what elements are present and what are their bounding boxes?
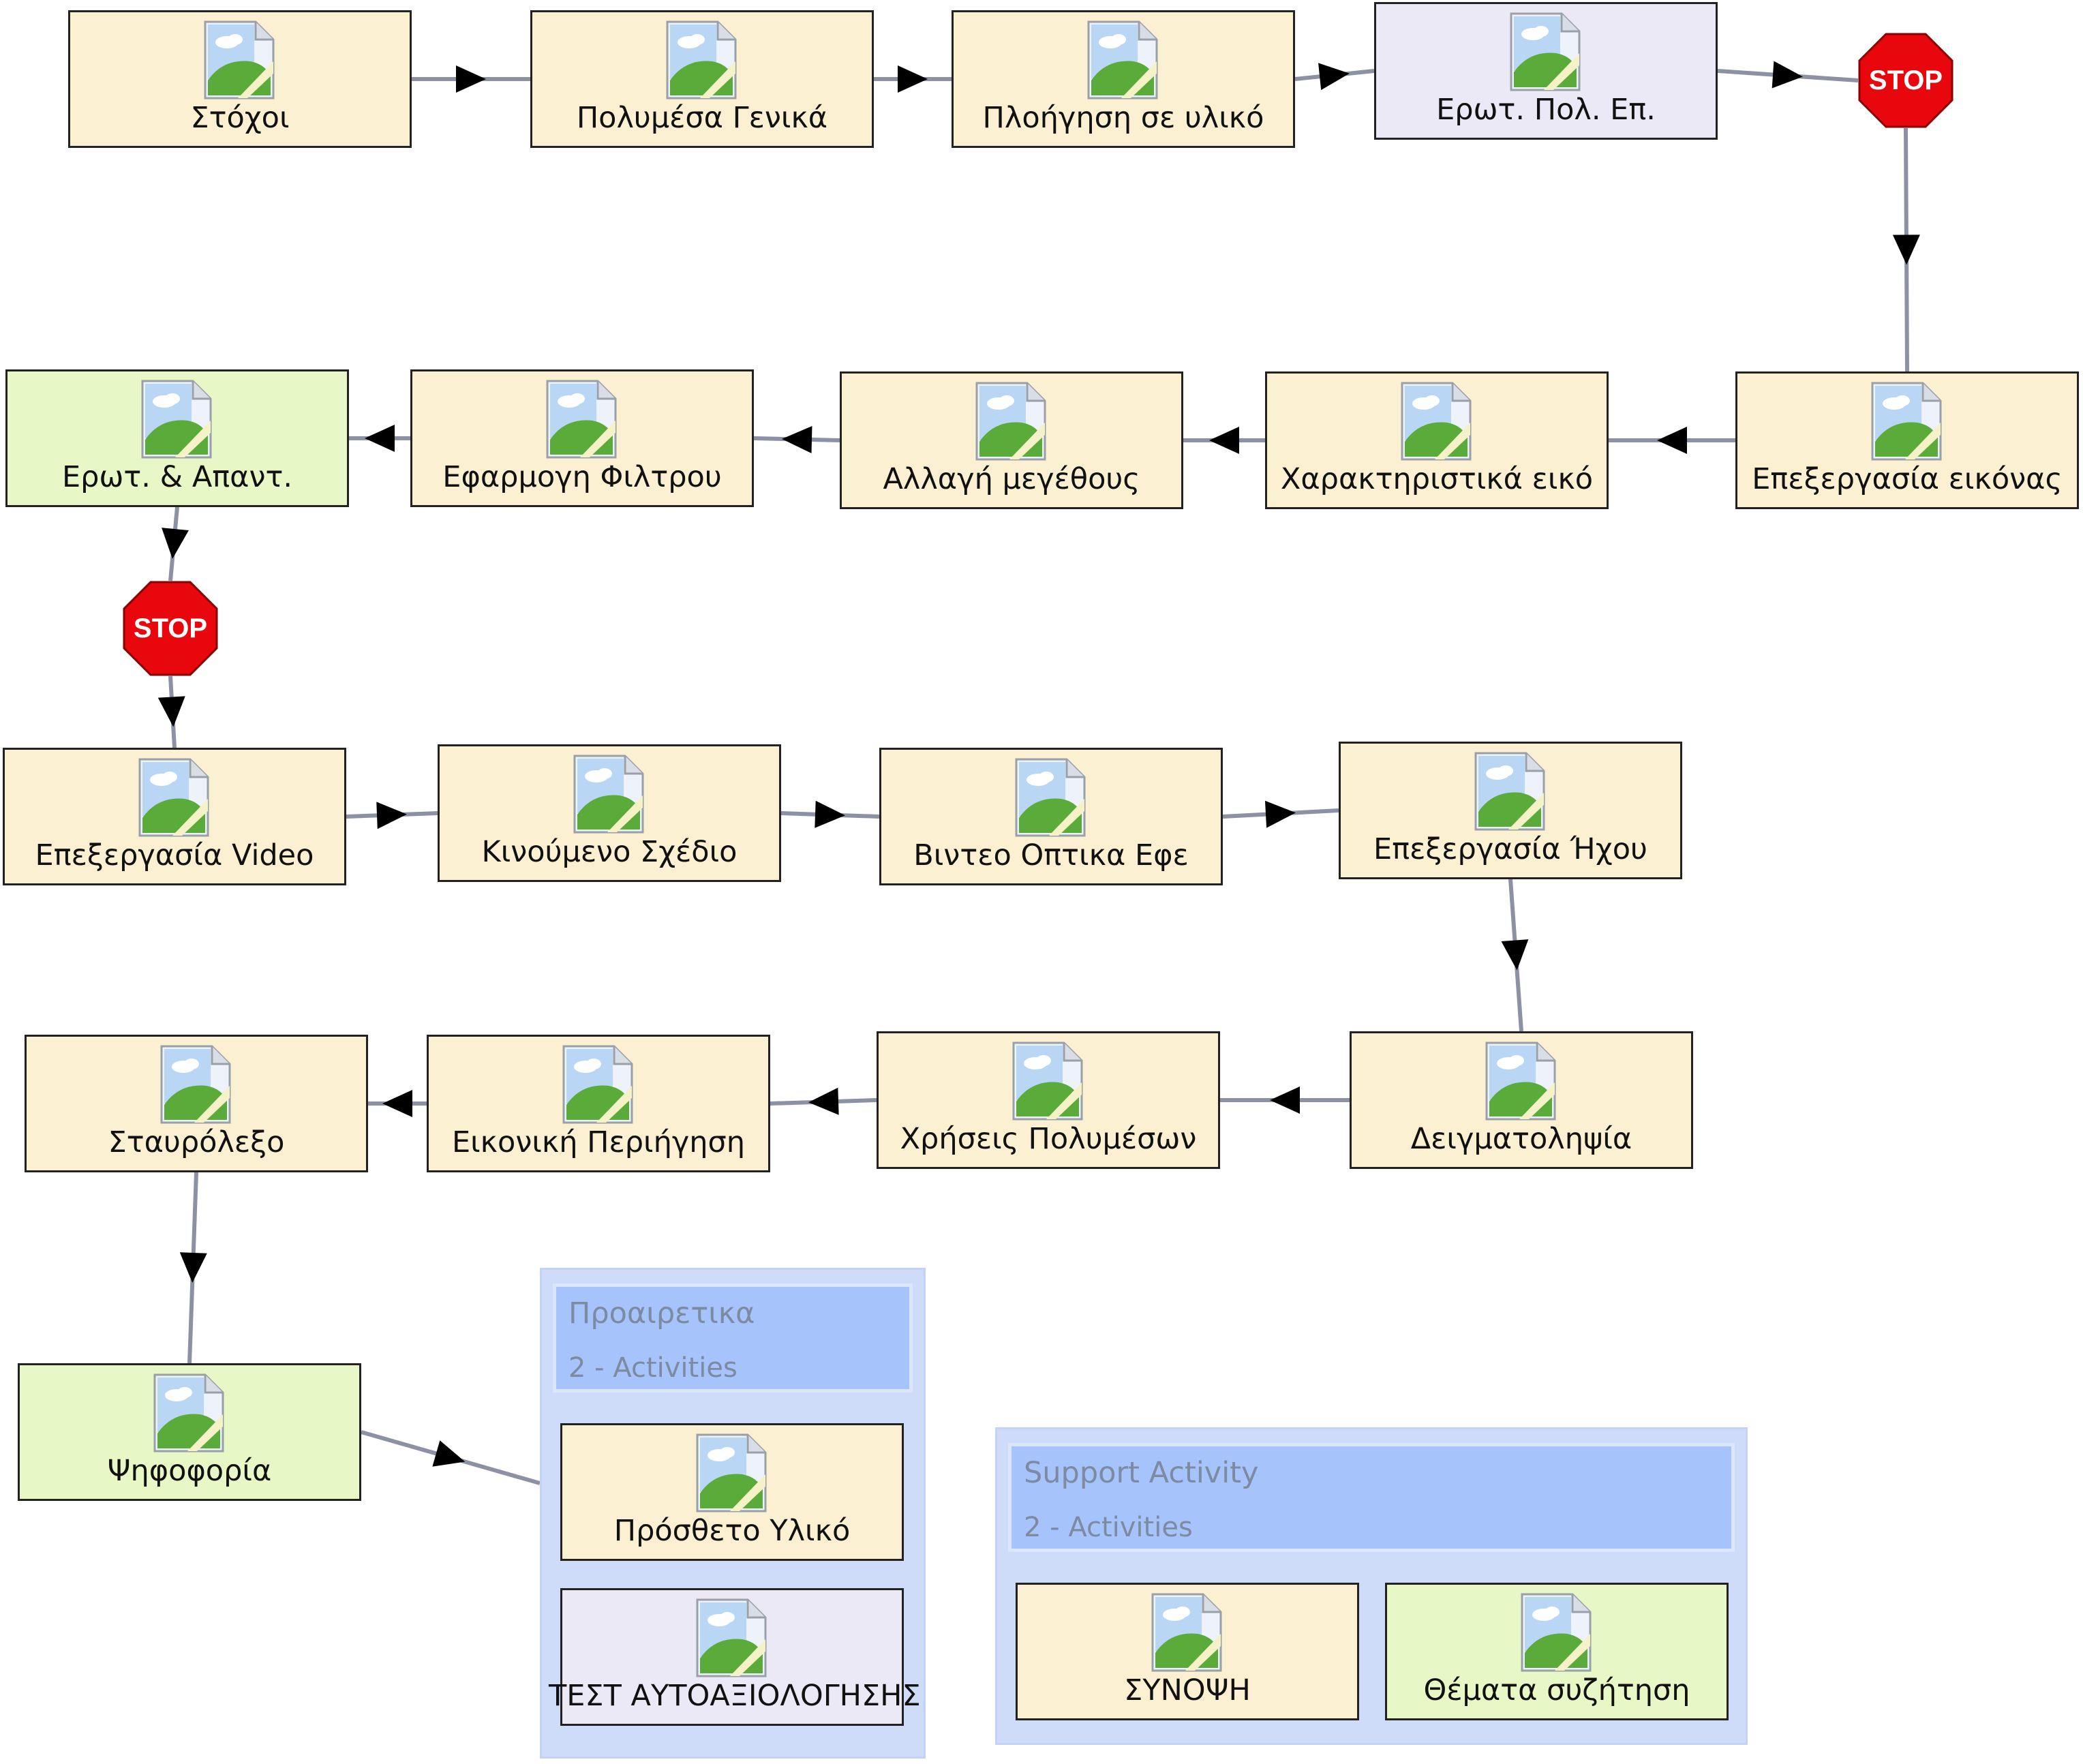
image-placeholder-icon: [1484, 1040, 1559, 1122]
arrowhead-icon: [1772, 61, 1803, 89]
activity-label: Στόχοι: [190, 101, 290, 135]
image-placeholder-icon: [1086, 19, 1161, 101]
activity-synopsi[interactable]: ΣΥΝΟΨΗ: [1016, 1583, 1359, 1720]
activity-epex-eikonas[interactable]: Επεξεργασία εικόνας: [1735, 371, 2079, 509]
activity-label: Θέματα συζήτηση: [1423, 1673, 1690, 1707]
arrowhead-icon: [1501, 939, 1529, 971]
arrowhead-icon: [815, 800, 845, 828]
activity-erot-apant[interactable]: Ερωτ. & Απαντ.: [5, 369, 349, 507]
arrowhead-icon: [365, 425, 395, 452]
activity-label: Ψηφοφορία: [107, 1454, 272, 1488]
group-header: Support Activity 2 - Activities: [1008, 1443, 1735, 1552]
image-placeholder-icon: [1399, 380, 1474, 462]
activity-vinteo-optika-efe[interactable]: Βιντεο Οπτικα Εφε: [879, 748, 1223, 885]
arrowhead-icon: [1318, 63, 1350, 91]
activity-label: Πλοήγηση σε υλικό: [982, 101, 1264, 135]
activity-label: Βιντεο Οπτικα Εφε: [913, 838, 1189, 872]
arrowhead-icon: [1264, 800, 1296, 828]
arrowhead-icon: [898, 65, 928, 93]
activity-label: Πολυμέσα Γενικά: [576, 101, 828, 135]
image-placeholder-icon: [159, 1044, 234, 1125]
activity-efarmogi-filtrou[interactable]: Εφαρμογη Φιλτρου: [410, 369, 754, 507]
image-placeholder-icon: [1473, 750, 1548, 832]
activity-deigmatolipsia[interactable]: Δειγματοληψία: [1350, 1031, 1693, 1169]
activity-label: Επεξεργασία Ήχου: [1373, 832, 1647, 866]
group-subtitle: 2 - Activities: [568, 1352, 738, 1384]
activity-label: Δειγματοληψία: [1410, 1122, 1632, 1156]
activity-epex-video[interactable]: Επεξεργασία Video: [3, 748, 346, 885]
activity-eikoniki-periigisi[interactable]: Εικονική Περιήγηση: [427, 1035, 770, 1172]
group-subtitle: 2 - Activities: [1024, 1512, 1193, 1543]
arrowhead-icon: [1209, 427, 1239, 454]
activity-label: Ερωτ. & Απαντ.: [61, 460, 293, 494]
arrowhead-icon: [162, 528, 189, 559]
group-header: Προαιρετικα 2 - Activities: [553, 1283, 913, 1393]
image-placeholder-icon: [1014, 757, 1089, 838]
activity-label: Εικονική Περιήγηση: [451, 1125, 746, 1159]
activity-ploigisi[interactable]: Πλοήγηση σε υλικό: [952, 10, 1295, 148]
image-placeholder-icon: [202, 19, 277, 101]
image-placeholder-icon: [1519, 1592, 1594, 1673]
image-placeholder-icon: [665, 19, 740, 101]
activity-label: Επεξεργασία Video: [35, 838, 314, 872]
arrowhead-icon: [1892, 234, 1920, 265]
stop-sign-icon[interactable]: STOP: [123, 581, 218, 676]
image-placeholder-icon: [974, 380, 1049, 462]
arrowhead-icon: [376, 802, 407, 830]
activity-xriseis-polymeson[interactable]: Χρήσεις Πολυμέσων: [877, 1031, 1220, 1169]
arrowhead-icon: [157, 696, 185, 727]
arrowhead-icon: [1657, 427, 1687, 454]
activity-prostheto-yliko[interactable]: Πρόσθετο Υλικό: [560, 1423, 904, 1561]
activity-label: Πρόσθετο Υλικό: [613, 1514, 851, 1548]
arrowhead-icon: [432, 1440, 466, 1467]
activity-psifoforia[interactable]: Ψηφοφορία: [18, 1363, 361, 1501]
image-placeholder-icon: [695, 1597, 770, 1679]
activity-stoxoi[interactable]: Στόχοι: [68, 10, 412, 148]
image-placeholder-icon: [545, 378, 620, 460]
arrowhead-icon: [808, 1087, 839, 1115]
activity-themata-syzitisi[interactable]: Θέματα συζήτηση: [1385, 1583, 1729, 1720]
arrowhead-icon: [382, 1090, 412, 1117]
activity-kinoumeno-sxedio[interactable]: Κινούμενο Σχέδιο: [438, 744, 781, 882]
activity-label: ΣΥΝΟΨΗ: [1124, 1673, 1251, 1707]
arrowhead-icon: [179, 1252, 207, 1283]
image-placeholder-icon: [1150, 1592, 1225, 1673]
image-placeholder-icon: [152, 1372, 227, 1454]
activity-label: Αλλαγή μεγέθους: [883, 462, 1140, 496]
activity-label: Χαρακτηριστικά εικό: [1280, 462, 1594, 496]
image-placeholder-icon: [695, 1432, 770, 1514]
image-placeholder-icon: [140, 378, 215, 460]
arrowhead-icon: [456, 65, 486, 93]
activity-stavrolexo[interactable]: Σταυρόλεξο: [25, 1035, 368, 1172]
activity-label: Εφαρμογη Φιλτρου: [442, 460, 722, 494]
arrowhead-icon: [1270, 1086, 1300, 1114]
activity-label: ΤΕΣΤ ΑΥΤΟΑΞΙΟΛΟΓΗΣΗΣ: [549, 1679, 921, 1713]
activity-label: Επεξεργασία εικόνας: [1752, 462, 2063, 496]
image-placeholder-icon: [1508, 11, 1583, 93]
image-placeholder-icon: [1870, 380, 1945, 462]
activity-test-aftoaxiologisis[interactable]: ΤΕΣΤ ΑΥΤΟΑΞΙΟΛΟΓΗΣΗΣ: [549, 1588, 921, 1726]
stop-label: STOP: [1869, 65, 1943, 95]
activity-label: Σταυρόλεξο: [108, 1125, 285, 1159]
stop-sign-icon[interactable]: STOP: [1858, 33, 1953, 128]
image-placeholder-icon: [561, 1044, 636, 1125]
arrowhead-icon: [782, 426, 812, 454]
activity-label: Χρήσεις Πολυμέσων: [900, 1122, 1197, 1156]
image-placeholder-icon: [1011, 1040, 1086, 1122]
image-placeholder-icon: [137, 757, 212, 838]
activity-erot-pol-ep[interactable]: Ερωτ. Πολ. Επ.: [1374, 2, 1718, 140]
group-title: Support Activity: [1024, 1456, 1259, 1490]
stop-label: STOP: [134, 613, 207, 643]
activity-polymesa-genika[interactable]: Πολυμέσα Γενικά: [530, 10, 874, 148]
activity-label: Κινούμενο Σχέδιο: [481, 835, 738, 869]
activity-label: Ερωτ. Πολ. Επ.: [1436, 93, 1656, 127]
image-placeholder-icon: [572, 753, 647, 835]
activity-epex-ixou[interactable]: Επεξεργασία Ήχου: [1339, 742, 1682, 879]
group-title: Προαιρετικα: [568, 1296, 755, 1330]
activity-xaraktiristika[interactable]: Χαρακτηριστικά εικό: [1265, 371, 1609, 509]
activity-allagi-megethous[interactable]: Αλλαγή μεγέθους: [840, 371, 1183, 509]
